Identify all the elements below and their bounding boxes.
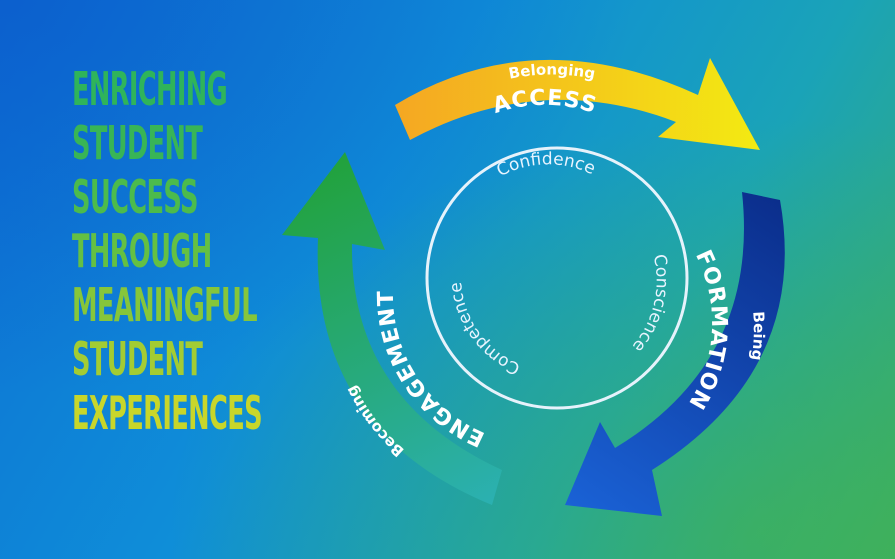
engagement-arrow xyxy=(282,152,502,505)
inner-label-conscience: Conscience xyxy=(628,253,672,356)
headline-line-4: THROUGH xyxy=(72,224,212,278)
inner-label-confidence: Confidence xyxy=(494,149,599,181)
access-arrow xyxy=(395,58,760,150)
headline-line-6: STUDENT xyxy=(72,332,203,386)
headline-line-3: SUCCESS xyxy=(72,170,198,224)
formation-value-label: Being xyxy=(748,311,768,362)
headline-line-2: STUDENT xyxy=(72,116,203,170)
inner-circle xyxy=(425,146,689,410)
access-value-label: Belonging xyxy=(507,60,597,82)
headline-line-1: ENRICHING xyxy=(72,62,228,116)
formation-arrow xyxy=(565,192,785,516)
headline: ENRICHING STUDENT SUCCESS THROUGH MEANIN… xyxy=(72,62,292,440)
